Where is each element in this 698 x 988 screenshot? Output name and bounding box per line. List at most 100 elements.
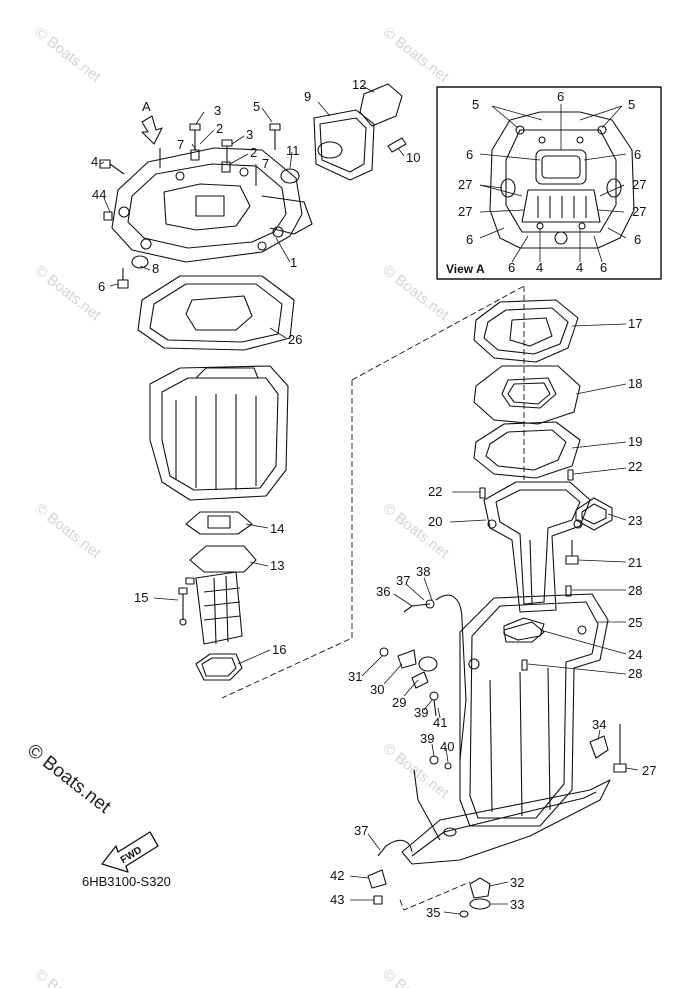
callout-35: 35 (426, 905, 441, 920)
parts-37-43 (367, 839, 413, 905)
view-a-callout-4-b: 4 (576, 260, 584, 275)
exhaust-manifold-1 (111, 147, 313, 263)
view-a-callout-6-left: 6 (466, 147, 474, 162)
parts-39-41 (429, 691, 452, 770)
callout-2a: 2 (216, 121, 224, 136)
callout-29: 29 (392, 695, 407, 710)
callout-31: 31 (348, 669, 363, 684)
view-a-callout-6-c: 6 (508, 260, 516, 275)
bolts-top (99, 123, 281, 289)
callout-42: 42 (330, 868, 345, 883)
view-a-callout-6-top: 6 (557, 89, 565, 104)
gasket-19 (473, 421, 581, 479)
callout-1: 1 (290, 255, 298, 270)
pins (479, 469, 574, 671)
assembly-leaders (221, 285, 525, 911)
callout-7a: 7 (177, 137, 185, 152)
callout-27: 27 (642, 763, 657, 778)
parts-34-27 (589, 724, 627, 773)
view-a-housing (489, 111, 635, 249)
view-a-callout-6-right: 6 (634, 147, 642, 162)
callout-36: 36 (376, 584, 391, 599)
fwd-arrow (101, 831, 159, 873)
callout-21: 21 (628, 555, 643, 570)
muffler-13 (185, 545, 257, 645)
callout-3a: 3 (214, 103, 222, 118)
callout-34: 34 (592, 717, 607, 732)
callout-39b: 39 (420, 731, 435, 746)
view-a-callout-4-a: 4 (536, 260, 544, 275)
bolt-21 (565, 540, 579, 565)
callout-11: 11 (286, 143, 300, 158)
bolt-15 (178, 587, 188, 626)
gasket-26 (137, 275, 295, 351)
view-a-callout-6-a: 6 (466, 232, 474, 247)
callout-33: 33 (510, 897, 525, 912)
exhaust-cover-9 (280, 83, 407, 184)
view-a-label: View A (446, 262, 485, 276)
callout-32: 32 (510, 875, 525, 890)
bottom-cowl (401, 779, 611, 865)
part-code: 6HB3100-S320 (82, 874, 171, 889)
callout-22a: 22 (628, 459, 643, 474)
callout-24: 24 (628, 647, 643, 662)
parts-29-31 (379, 647, 438, 689)
callout-9: 9 (304, 89, 312, 104)
callout-2b: 2 (250, 145, 258, 160)
view-a-callout-6-b: 6 (634, 232, 642, 247)
view-a-callout-27-c: 27 (458, 204, 473, 219)
view-arrow (141, 115, 163, 145)
gasket-17 (473, 299, 579, 363)
callout-43: 43 (330, 892, 345, 907)
gasket-18 (473, 365, 581, 425)
callout-3b: 3 (246, 127, 254, 142)
callout-10: 10 (406, 150, 421, 165)
exhaust-guide-20 (483, 481, 591, 613)
callout-40: 40 (440, 739, 455, 754)
view-arrow-label: A (142, 99, 151, 114)
upper-casing (149, 365, 289, 501)
view-a-callout-27-a: 27 (458, 177, 473, 192)
callout-7b: 7 (262, 156, 270, 171)
callout-8: 8 (152, 261, 160, 276)
callout-39a: 39 (414, 705, 429, 720)
callout-28b: 28 (628, 666, 643, 681)
callout-14: 14 (270, 521, 285, 536)
view-a-callout-6-d: 6 (600, 260, 608, 275)
callout-37a: 37 (396, 573, 411, 588)
callout-28a: 28 (628, 583, 643, 598)
callout-23: 23 (628, 513, 643, 528)
callout-4: 4 (91, 154, 99, 169)
view-a-callout-5-right: 5 (628, 97, 636, 112)
callout-6: 6 (98, 279, 106, 294)
view-a-callout-27-d: 27 (632, 204, 647, 219)
callout-41: 41 (433, 715, 448, 730)
upper-casing-25 (459, 593, 609, 827)
callout-26: 26 (288, 332, 303, 347)
callout-5a: 5 (253, 99, 261, 114)
callout-13: 13 (270, 558, 285, 573)
seal-16 (195, 653, 243, 681)
view-a-box (436, 86, 662, 280)
seal-24 (503, 617, 545, 641)
view-a-callout-27-b: 27 (632, 177, 647, 192)
callout-20: 20 (428, 514, 443, 529)
callout-16: 16 (272, 642, 287, 657)
callout-17: 17 (628, 316, 643, 331)
callout-38: 38 (416, 564, 431, 579)
callout-18: 18 (628, 376, 643, 391)
view-a-leaders (479, 104, 627, 263)
callout-44: 44 (92, 187, 107, 202)
callout-leaders (99, 85, 639, 915)
callout-25: 25 (628, 615, 643, 630)
view-a-callout-5-left: 5 (472, 97, 480, 112)
callout-30: 30 (370, 682, 385, 697)
callout-19: 19 (628, 434, 643, 449)
callout-12: 12 (352, 77, 367, 92)
seal-23 (575, 497, 613, 531)
gasket-14 (185, 511, 253, 535)
callout-37b: 37 (354, 823, 369, 838)
callout-22b: 22 (428, 484, 443, 499)
